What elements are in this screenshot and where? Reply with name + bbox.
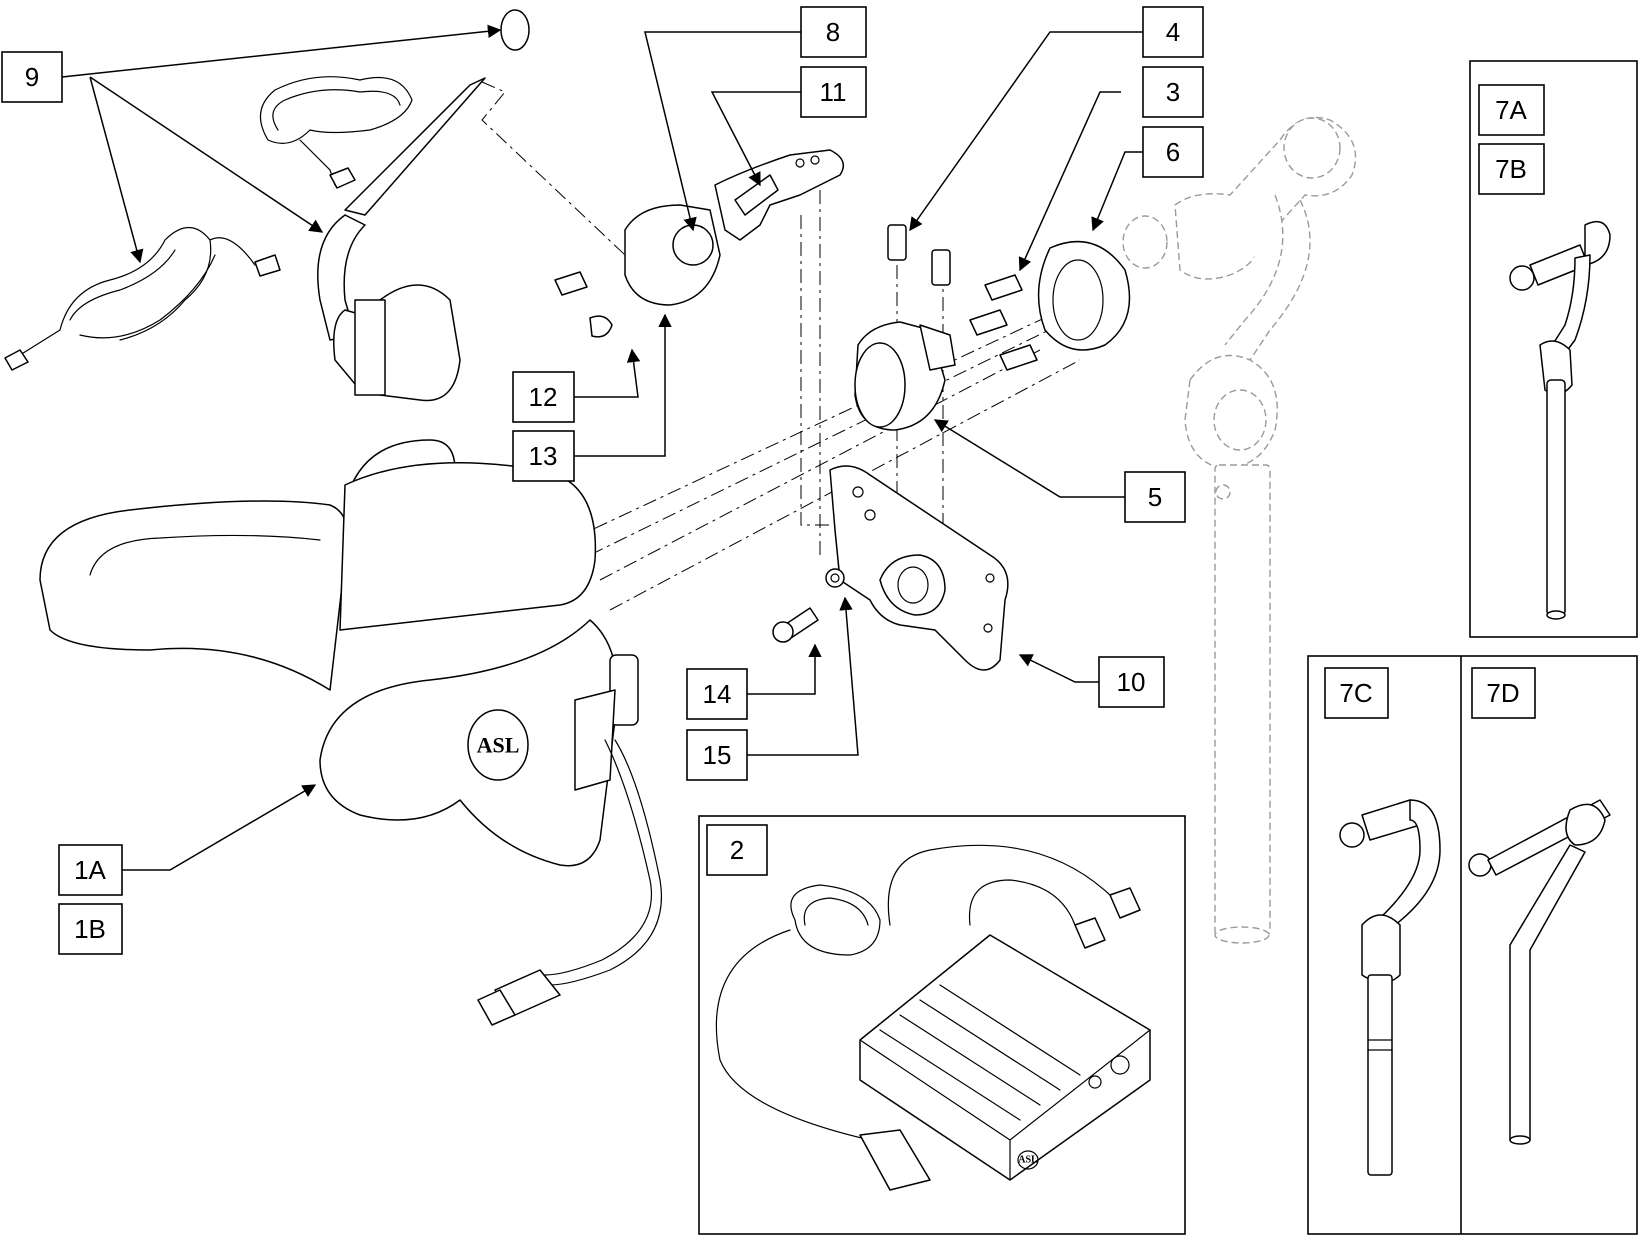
callout-6: 6 — [1142, 126, 1204, 178]
callout-1b: 1B — [58, 903, 123, 955]
callout-3: 3 — [1142, 66, 1204, 118]
callout-label-10: 10 — [1117, 667, 1146, 697]
switch-mount-8-11-12-13 — [554, 149, 845, 338]
callout-7a: 7A — [1478, 84, 1545, 136]
callout-label-4: 4 — [1166, 17, 1180, 47]
callout-7d: 7D — [1471, 667, 1536, 719]
headrest-logo: ASL — [477, 733, 520, 758]
callout-label-3: 3 — [1166, 77, 1180, 107]
callout-label-7b: 7B — [1495, 154, 1527, 184]
hub-assembly-3-4-5-6 — [854, 224, 1131, 431]
callout-7c: 7C — [1324, 667, 1389, 719]
callout-14: 14 — [686, 668, 748, 720]
arm-7c — [1339, 799, 1441, 1176]
callout-15: 15 — [686, 729, 748, 781]
callout-label-11: 11 — [820, 77, 847, 107]
callout-9: 9 — [1, 51, 63, 103]
callout-label-6: 6 — [1166, 137, 1180, 167]
callout-label-1b: 1B — [74, 914, 106, 944]
control-box-2: ASL — [715, 844, 1151, 1191]
callout-label-13: 13 — [529, 441, 558, 471]
ghost-mounting-arm — [1122, 116, 1357, 944]
leader-lines — [61, 24, 1143, 871]
headrest-assembly: ASL — [39, 439, 662, 1026]
switch-assembly-9 — [4, 9, 530, 402]
callout-11: 11 — [800, 66, 867, 118]
callout-13: 13 — [512, 430, 575, 482]
arm-7a-7b — [1509, 220, 1611, 620]
callout-label-14: 14 — [703, 679, 732, 709]
callout-label-2: 2 — [730, 835, 744, 865]
callout-label-5: 5 — [1148, 482, 1162, 512]
callout-label-7d: 7D — [1486, 678, 1519, 708]
callout-label-1a: 1A — [74, 855, 106, 885]
callout-1a: 1A — [58, 844, 123, 896]
callout-label-7a: 7A — [1495, 95, 1527, 125]
callout-label-7c: 7C — [1339, 678, 1372, 708]
callout-label-12: 12 — [529, 382, 558, 412]
callout-7b: 7B — [1478, 143, 1545, 195]
callout-label-8: 8 — [826, 17, 840, 47]
callout-2: 2 — [706, 824, 768, 876]
callout-8: 8 — [800, 6, 867, 58]
callout-10: 10 — [1098, 656, 1165, 708]
inset-frame-7cd — [1307, 655, 1638, 1235]
callout-label-15: 15 — [703, 740, 732, 770]
callout-12: 12 — [512, 371, 575, 423]
inset-frame-2 — [698, 815, 1186, 1235]
inset-frame-7ab — [1469, 60, 1638, 638]
arm-7d — [1468, 799, 1611, 1145]
screw-washer-14-15 — [772, 568, 845, 643]
callout-5: 5 — [1124, 471, 1186, 523]
control-box-logo: ASL — [1018, 1155, 1038, 1166]
callout-4: 4 — [1142, 6, 1204, 58]
callout-label-9: 9 — [25, 62, 39, 92]
mounting-plate-10 — [829, 465, 1009, 671]
